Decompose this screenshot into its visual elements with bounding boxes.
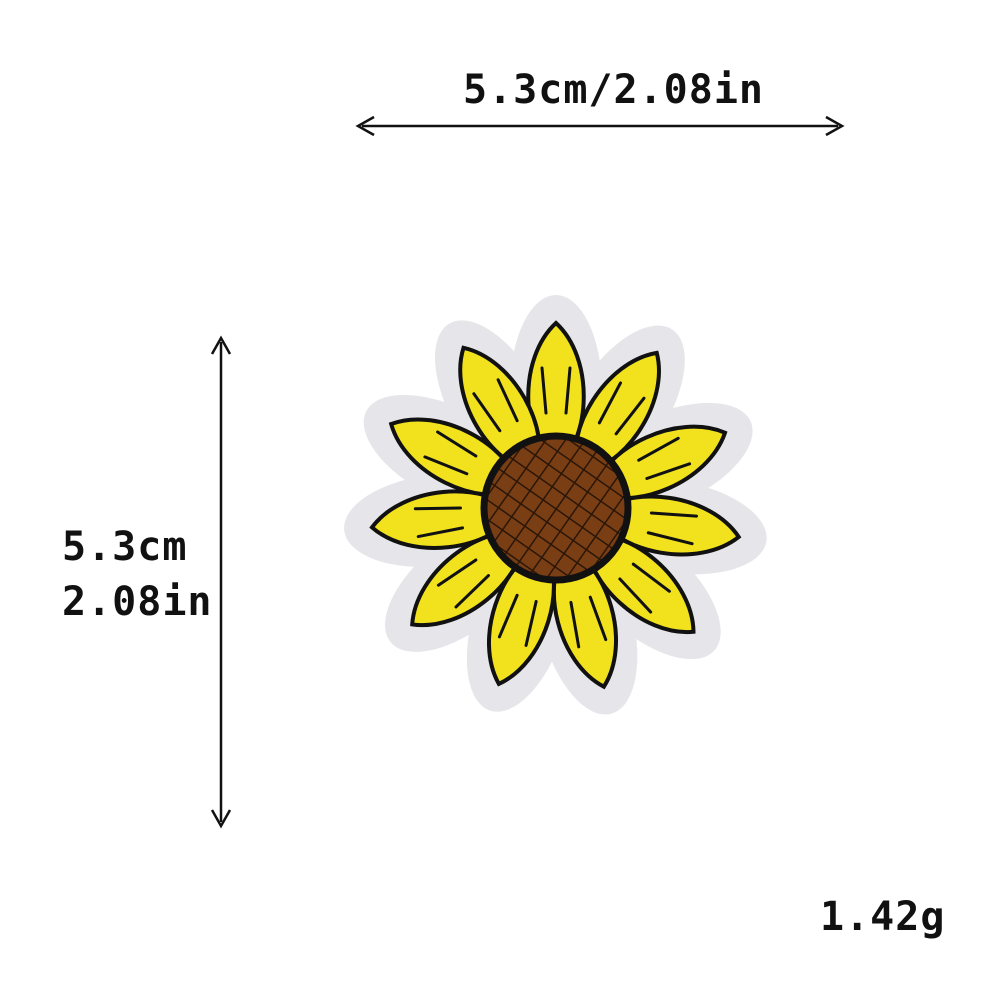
sunflower-patch-image xyxy=(344,295,767,715)
weight-label: 1.42g xyxy=(820,894,946,940)
height-arrow xyxy=(210,335,232,829)
height-label-in: 2.08in xyxy=(62,579,213,625)
width-dimension-label: 5.3cm/2.08in xyxy=(463,67,764,113)
petal-stitches xyxy=(413,366,698,649)
width-arrow xyxy=(355,115,845,137)
height-dimension-label: 5.3cm 2.08in xyxy=(62,520,213,630)
height-label-cm: 5.3cm xyxy=(62,524,188,570)
sunflower-center xyxy=(480,432,632,584)
